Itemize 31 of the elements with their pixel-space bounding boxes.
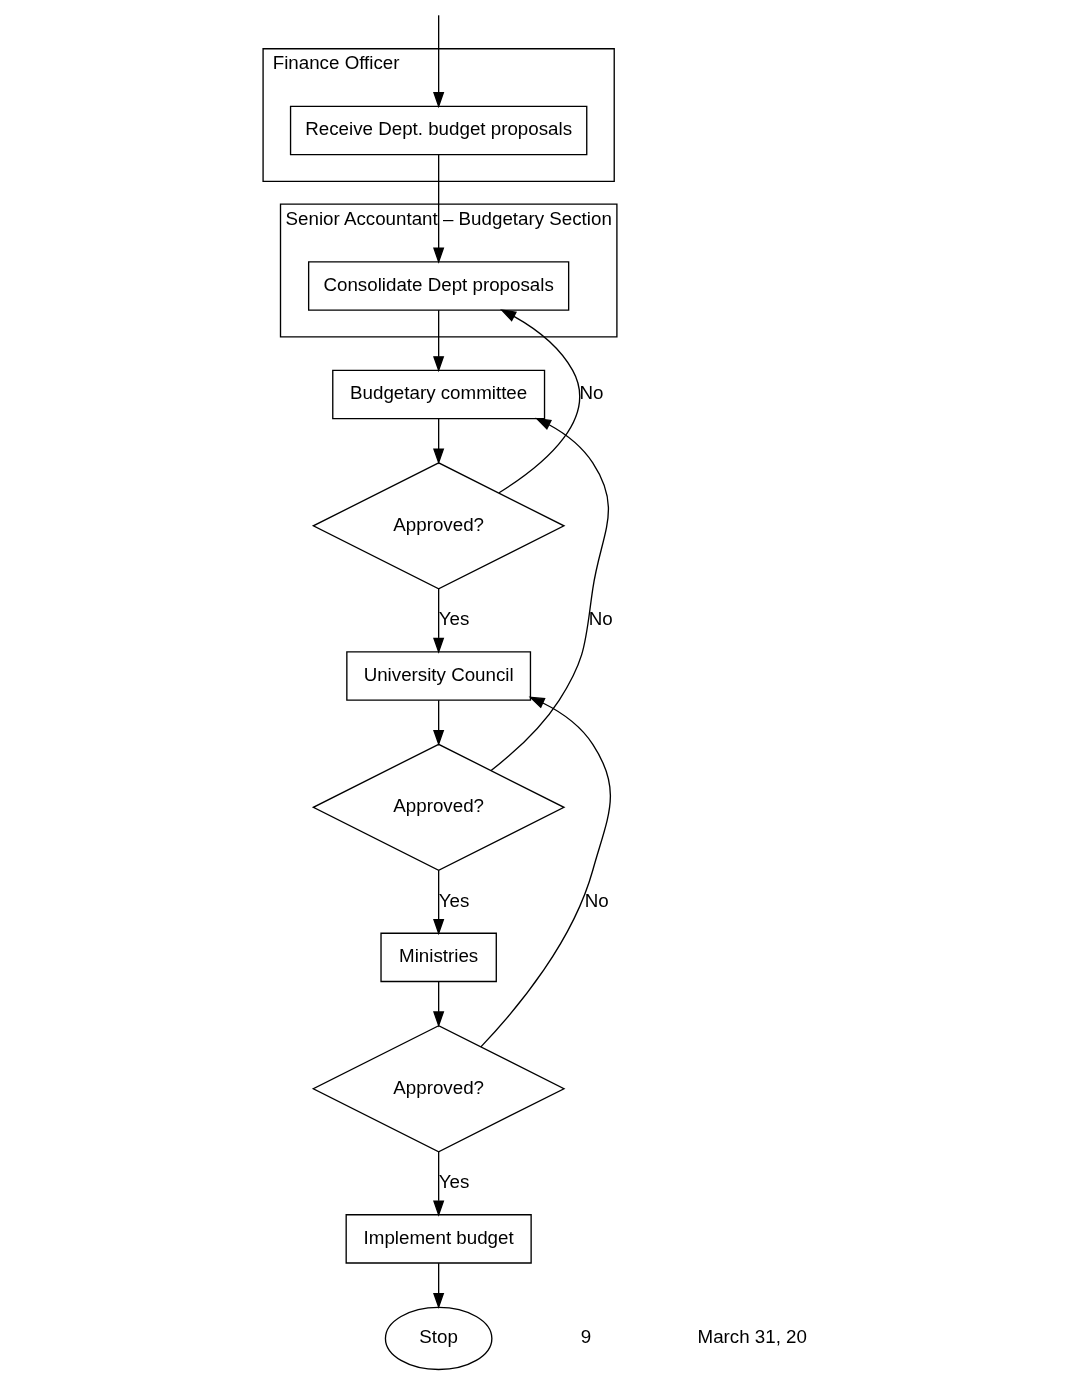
node-box: Implement budget (345, 1214, 532, 1264)
edge-label: No (579, 382, 604, 404)
arrow (433, 699, 445, 746)
node-box: Ministries (380, 932, 497, 983)
node-ellipse: Stop (384, 1306, 493, 1371)
arrow (433, 869, 445, 936)
label: March 31, 20 (697, 1326, 807, 1348)
node-diamond: Approved? (311, 743, 566, 872)
node-box: Receive Dept. budget proposals (289, 105, 588, 156)
arrow (490, 417, 609, 772)
edge-label: Yes (438, 608, 470, 630)
arrow (433, 418, 445, 465)
arrow (433, 1151, 445, 1217)
edge-label: Yes (438, 889, 470, 911)
node-diamond: Approved? (311, 462, 566, 590)
arrow (498, 309, 581, 494)
edge-label: No (584, 889, 609, 911)
arrow (433, 588, 445, 654)
arrow (433, 981, 445, 1028)
arrow (433, 14, 445, 109)
label: 9 (580, 1326, 592, 1348)
node-diamond: Approved? (311, 1025, 566, 1153)
arrow (480, 696, 612, 1048)
node-box: University Council (346, 651, 532, 701)
node-box: Budgetary committee (332, 369, 546, 420)
arrow (433, 1262, 445, 1309)
edge-label: No (588, 608, 613, 630)
node-box: Consolidate Dept proposals (307, 261, 570, 311)
arrow (433, 154, 445, 264)
edge-label: Yes (438, 1171, 470, 1193)
arrow (433, 309, 445, 373)
